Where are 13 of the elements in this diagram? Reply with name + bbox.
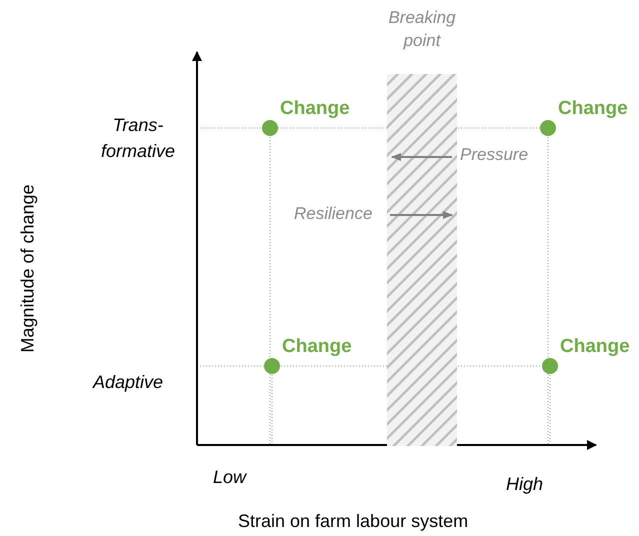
axis-tick-label: Low: [213, 467, 246, 488]
band-label: Breaking point: [387, 7, 457, 52]
axis-tick-label: High: [506, 474, 544, 495]
axis-title: Strain on farm labour system: [238, 511, 468, 532]
axis-title: Magnitude of change: [18, 183, 38, 355]
axis-tick-label: Trans-formative: [100, 114, 176, 163]
arrow-label: Pressure: [460, 145, 528, 165]
arrow-label: Resilience: [294, 204, 372, 224]
point-label: Change: [280, 98, 350, 120]
point-label: Change: [560, 336, 630, 358]
axis-tick-label: Adaptive: [93, 372, 164, 393]
point-label: Change: [558, 98, 628, 120]
point-label: Change: [282, 336, 352, 358]
